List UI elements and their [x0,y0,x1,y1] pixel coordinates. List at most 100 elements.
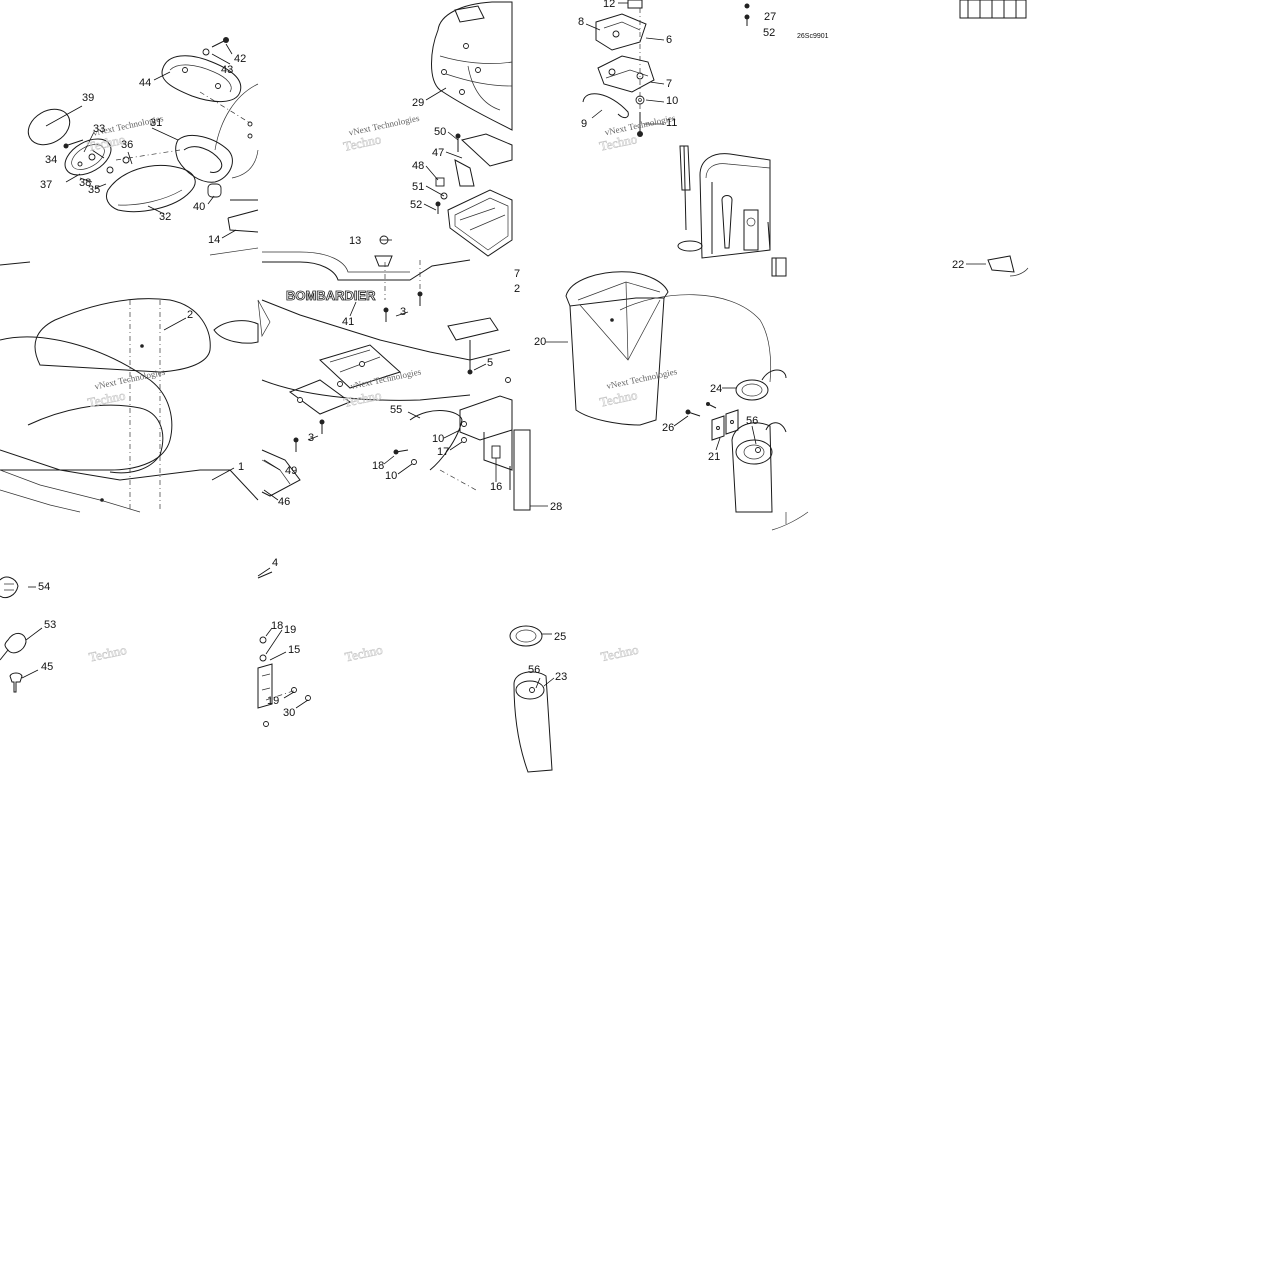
cup-holder-ring-24 [735,379,769,401]
watermark-outline: Techno [343,642,383,665]
watermark-text: vNext Technologies [605,366,678,391]
cup-holder-23-lower [513,671,553,773]
callout-52: 52 [410,199,422,211]
callout-33: 33 [93,123,105,135]
fuse-holder-16 [491,445,501,459]
storage-bin [565,271,809,531]
callout-46: 46 [278,496,290,508]
latch-base-7 [597,55,655,93]
watermark-text: vNext Technologies [348,113,421,138]
callout-2: 2 [187,309,193,321]
callout-19-lower: 19 [267,695,279,707]
clip-48 [435,177,445,187]
callout-8: 8 [578,16,584,28]
latch-assembly [582,0,750,137]
seat-assembly [0,298,259,513]
console-cover-assembly [431,1,513,257]
storage-bin-20 [565,271,669,307]
reference-code: 26Sc9901 [797,33,829,40]
callout-1: 1 [238,461,244,473]
watermark-outline: Techno [599,642,639,665]
callout-23: 23 [555,671,567,683]
callout-54: 54 [38,581,50,593]
callout-2-edge: 2 [514,283,520,295]
callout-26: 26 [662,422,674,434]
watermark-outline: Techno [87,642,127,665]
rivet-45 [9,672,23,693]
callout-35: 35 [88,184,100,196]
cup-holder-ring-25 [509,625,543,647]
rubber-spacer-40 [207,183,222,198]
callout-24: 24 [710,383,722,395]
deck-tray-assembly [0,235,531,511]
buckle-54 [0,576,19,599]
callout-49: 49 [285,465,297,477]
callout-47: 47 [432,147,444,159]
mirror-assembly [27,37,259,256]
brand-decal: BOMBARDIER [213,288,377,344]
callout-22: 22 [952,259,964,271]
footrest-plate [288,379,352,415]
callout-16: 16 [490,481,502,493]
callout-6: 6 [666,34,672,46]
callout-39: 39 [82,92,94,104]
callout-3-lower: 3 [308,432,314,444]
callout-labels: 39 33 31 34 36 37 38 35 32 40 44 43 42 1… [38,0,964,719]
cable-tie-53 [4,633,27,654]
callout-21: 21 [708,451,720,463]
callout-3-upper: 3 [400,306,406,318]
callout-20: 20 [534,336,546,348]
callout-10-deck: 10 [432,433,444,445]
callout-18-lower: 18 [271,620,283,632]
mirror-support-44 [161,55,242,102]
bracket-22 [987,255,1015,273]
callout-7: 7 [666,78,672,90]
callout-31: 31 [150,117,162,129]
callout-5: 5 [487,357,493,369]
watermark-text: vNext Technologies [350,366,423,391]
watermark-outline: Techno [598,387,638,410]
callout-52-top: 52 [763,27,775,39]
strap-55 [409,410,463,471]
tool-pouch [699,153,771,259]
washer-10 [461,421,467,427]
callout-48: 48 [412,160,424,172]
callout-40: 40 [193,201,205,213]
callout-45: 45 [41,661,53,673]
tool-kit [677,0,1029,277]
cable-9 [582,93,629,119]
callout-15: 15 [288,644,300,656]
callout-4: 4 [272,557,278,569]
mirror-housing-32 [105,164,196,213]
callout-34: 34 [45,154,57,166]
callout-10-latch: 10 [666,95,678,107]
callout-51: 51 [412,181,424,193]
callout-53: 53 [44,619,56,631]
leader-lines [21,2,986,709]
socket-wrench [743,209,759,251]
cup-holder-23 [731,422,773,513]
callout-37: 37 [40,179,52,191]
seat-cover-2 [34,298,211,373]
callout-38: 38 [79,177,91,189]
callout-55: 55 [390,404,402,416]
callout-12: 12 [603,0,615,10]
mirror-backing-plate [64,138,112,176]
callout-9: 9 [581,118,587,130]
callout-19-upper: 19 [284,624,296,636]
washer-43 [202,48,210,56]
callout-42: 42 [234,53,246,65]
callout-29: 29 [412,97,424,109]
callout-32: 32 [159,211,171,223]
storage-basket-46 [447,189,513,257]
callout-28: 28 [550,501,562,513]
bracket-plate [447,317,499,341]
watermark-outline: Techno [86,388,126,411]
callout-56-right: 56 [746,415,758,427]
mirror-mount-31 [175,135,233,183]
latch-plate-8 [595,13,647,51]
callout-43: 43 [221,64,233,76]
plate-21 [711,415,725,441]
callout-41: 41 [342,316,354,328]
callout-17: 17 [437,446,449,458]
